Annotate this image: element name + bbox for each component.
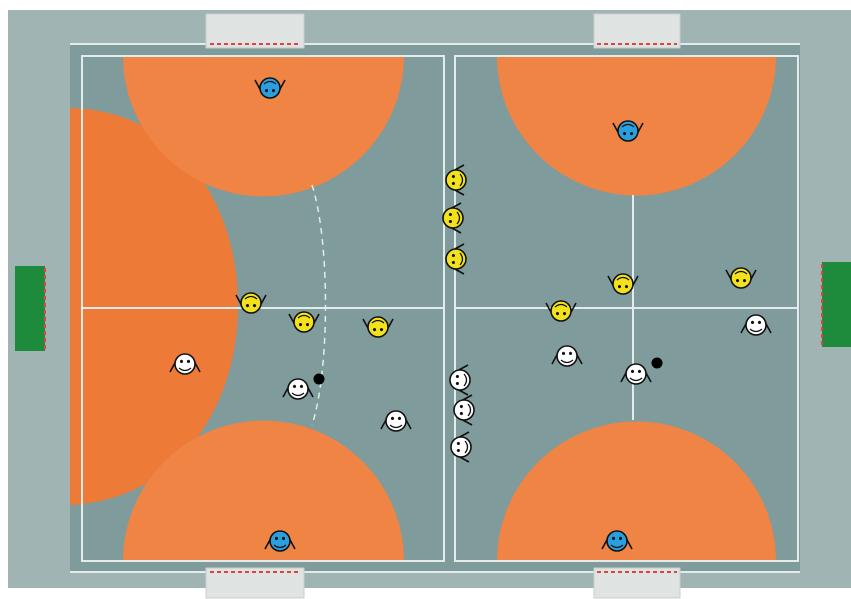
goal-bottom-right [594,568,680,598]
ball[interactable] [652,358,663,369]
goal-top-right [594,14,680,48]
goal-right-green [822,262,851,347]
goal-left-green [15,266,45,351]
goal-bottom-left [206,568,304,598]
ball[interactable] [314,374,325,385]
goal-top-left [206,14,304,48]
